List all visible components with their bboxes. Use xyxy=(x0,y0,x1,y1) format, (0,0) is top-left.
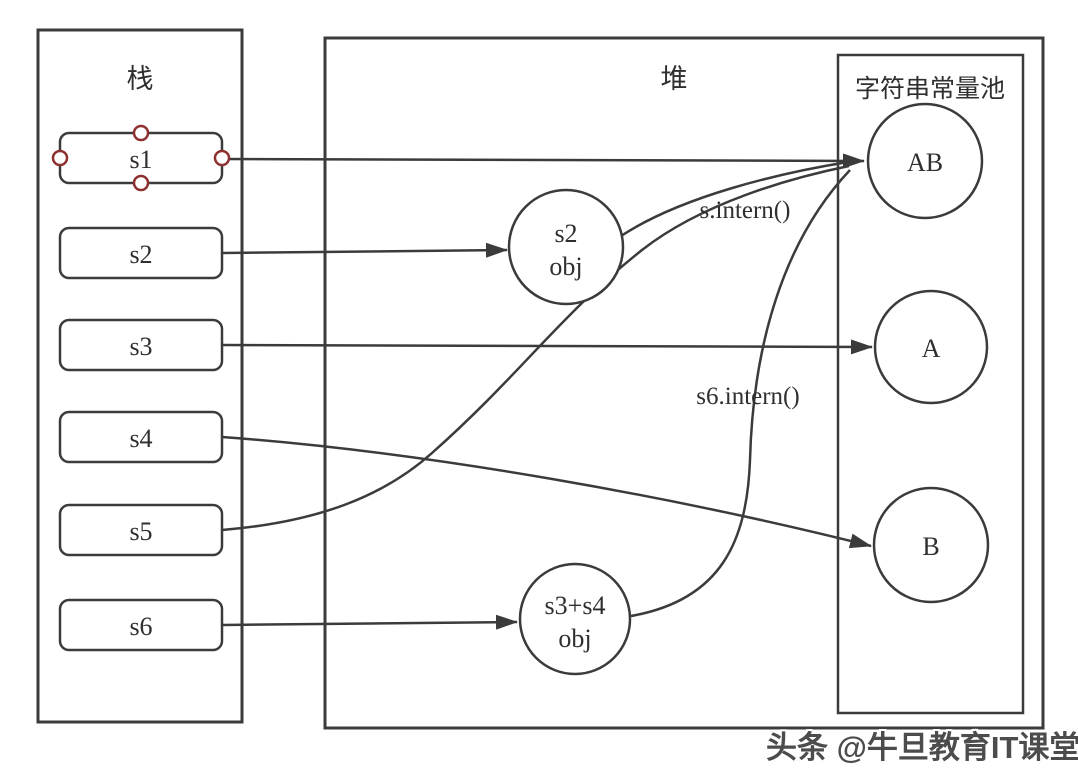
pool-constants: AB A B xyxy=(866,102,990,604)
stack-title: 栈 xyxy=(127,64,154,94)
heap-object-label-line2: obj xyxy=(558,624,591,653)
arrow-s5-to-ab xyxy=(221,164,850,532)
pool-constant-label: AB xyxy=(907,148,943,177)
heap-panel: 堆 xyxy=(323,36,1045,730)
stack-slot-label: s5 xyxy=(129,517,152,546)
stack-slot-s5: s5 xyxy=(58,503,224,557)
selection-handle-left[interactable] xyxy=(51,149,69,167)
arrow-s3-to-a xyxy=(221,339,873,355)
heap-object-label-line1: s2 xyxy=(554,219,577,248)
heap-object-s3s4obj: s3+s4 obj xyxy=(518,562,632,676)
reference-arrows xyxy=(221,153,873,630)
heap-objects: s2 obj s3+s4 obj xyxy=(507,188,632,676)
string-pool-panel: 字符串常量池 xyxy=(836,53,1025,715)
stack-slot-label: s2 xyxy=(129,240,152,269)
stack-slot-label: s6 xyxy=(129,612,152,641)
arrow-s2-to-s2obj xyxy=(221,242,508,258)
stack-slot-s1: s1 xyxy=(51,124,231,192)
pool-constant-a: A xyxy=(873,289,989,405)
stack-slot-s2: s2 xyxy=(58,226,224,280)
label-s-intern: s.intern() xyxy=(700,197,791,224)
heap-object-label-line1: s3+s4 xyxy=(545,591,606,620)
label-s6-intern: s6.intern() xyxy=(696,383,799,410)
arrow-s2obj-intern-to-ab xyxy=(620,160,849,238)
stack-slots: s1 s2 s3 s4 s5 xyxy=(51,124,231,652)
arrow-s1-to-ab xyxy=(221,153,865,169)
pool-constant-ab: AB xyxy=(866,102,984,220)
stack-slot-s3: s3 xyxy=(58,318,224,372)
arrow-s3s4obj-intern-to-ab xyxy=(630,169,851,618)
selection-handle-bottom[interactable] xyxy=(132,174,150,192)
arrow-s6-to-s3s4obj xyxy=(221,614,518,630)
stack-slot-s6: s6 xyxy=(58,598,224,652)
selection-handle-right[interactable] xyxy=(213,149,231,167)
string-pool-title: 字符串常量池 xyxy=(855,75,1005,103)
stack-slot-s4: s4 xyxy=(58,410,224,464)
stack-panel: 栈 xyxy=(36,28,244,724)
stack-slot-label: s4 xyxy=(129,424,152,453)
stack-slot-label: s3 xyxy=(129,332,152,361)
heap-object-s2obj: s2 obj xyxy=(507,188,625,306)
heap-object-label-line2: obj xyxy=(549,252,582,281)
pool-constant-label: B xyxy=(922,532,939,561)
pool-constant-b: B xyxy=(872,486,990,604)
selection-handle-top[interactable] xyxy=(132,124,150,142)
arrow-s4-to-b xyxy=(221,435,872,549)
watermark: 头条 @牛旦教育IT课堂 xyxy=(766,730,1078,765)
pool-constant-label: A xyxy=(922,334,941,363)
stack-slot-label: s1 xyxy=(129,145,152,174)
heap-title: 堆 xyxy=(661,64,688,94)
